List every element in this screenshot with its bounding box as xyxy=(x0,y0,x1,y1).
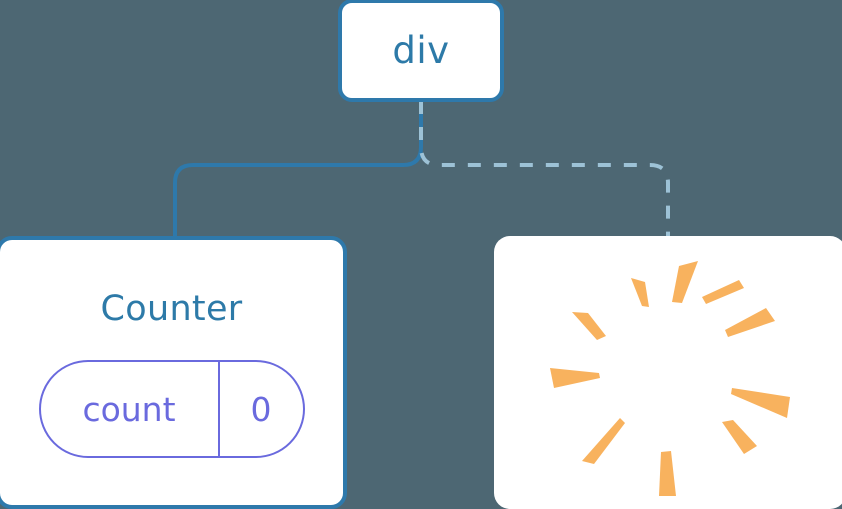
sparkle-burst-icon xyxy=(550,261,790,496)
burst-ray-5 xyxy=(582,418,625,464)
node-counter[interactable]: Counter count 0 xyxy=(0,236,347,509)
burst-ray-1 xyxy=(672,261,698,303)
burst-ray-3 xyxy=(572,312,606,340)
burst-ray-9 xyxy=(725,308,775,337)
connector-root-to-burst xyxy=(419,101,670,240)
node-counter-title: Counter xyxy=(100,289,243,329)
burst-ray-10 xyxy=(702,280,744,304)
state-pill-value: 0 xyxy=(217,362,303,456)
node-burst[interactable] xyxy=(494,236,842,509)
node-div[interactable]: div xyxy=(338,0,504,102)
burst-ray-6 xyxy=(659,451,676,496)
burst-ray-8 xyxy=(731,388,790,418)
burst-ray-7 xyxy=(722,420,757,454)
burst-ray-4 xyxy=(550,368,600,388)
state-pill[interactable]: count 0 xyxy=(38,360,305,458)
connector-root-to-counter xyxy=(173,99,423,242)
burst-ray-2 xyxy=(631,278,649,307)
state-pill-key: count xyxy=(82,389,176,429)
node-div-label: div xyxy=(392,29,450,72)
